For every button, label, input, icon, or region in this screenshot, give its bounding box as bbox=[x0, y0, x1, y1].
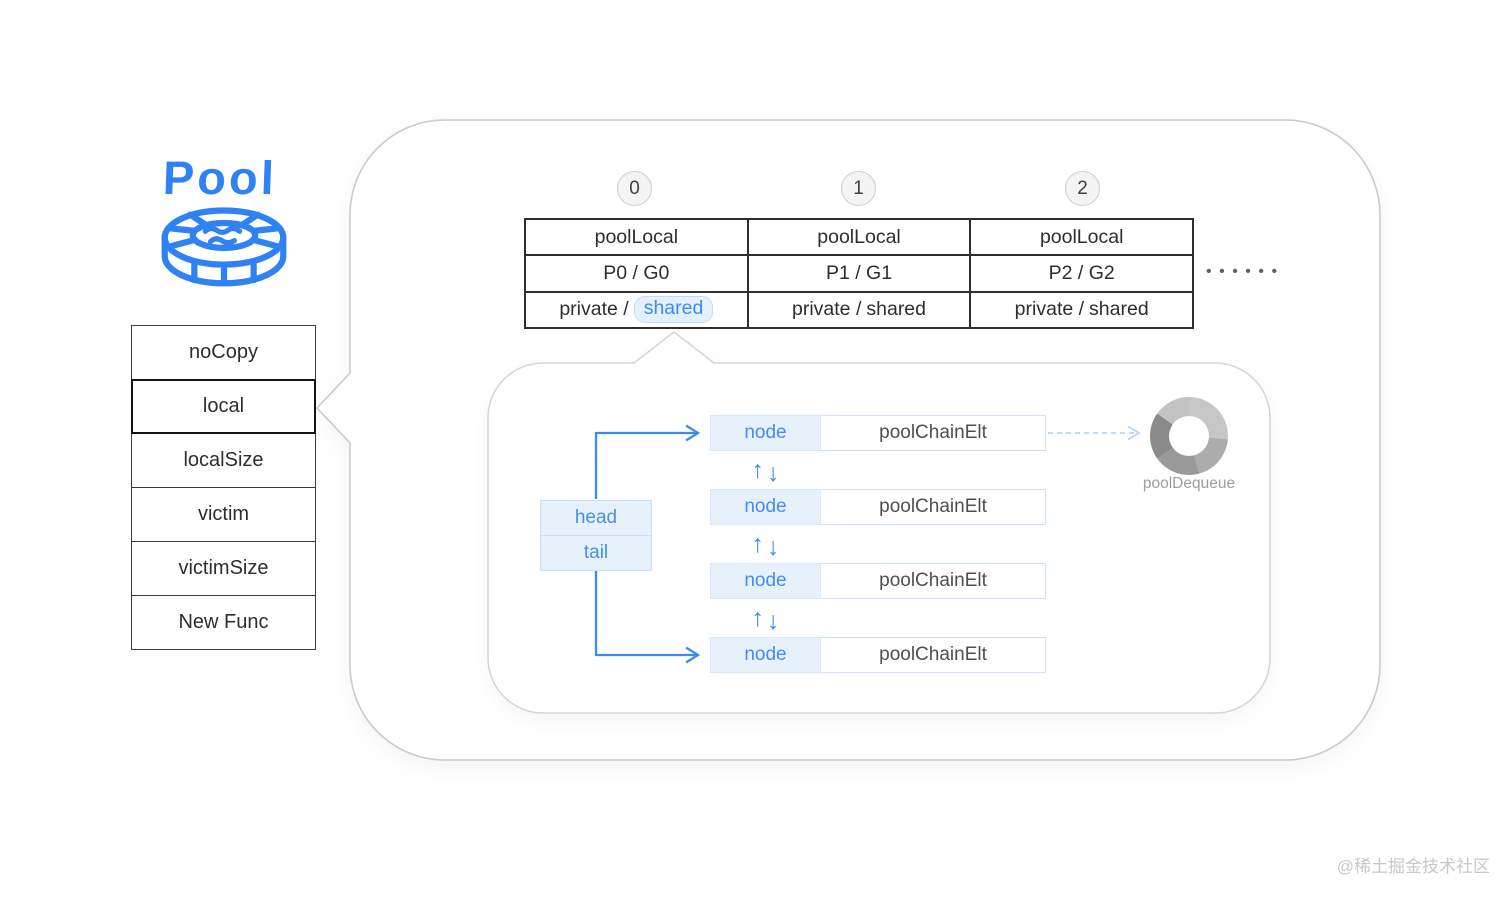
poollocal-header: poolLocal bbox=[526, 220, 747, 257]
poolchainelt-cell: poolChainElt bbox=[821, 415, 1046, 451]
shared-label: shared bbox=[1089, 298, 1149, 321]
chain-row-2: node poolChainElt bbox=[710, 563, 1046, 599]
private-label: private / bbox=[559, 298, 629, 321]
private-label: private / bbox=[1014, 298, 1085, 321]
poollocal-column-2: poolLocal P2 / G2 private / shared bbox=[971, 220, 1193, 327]
node-cell: node bbox=[710, 637, 821, 673]
head-cell: head bbox=[541, 501, 651, 536]
more-columns-ellipsis: •••••• bbox=[1206, 263, 1285, 280]
struct-row-victimsize: victimSize bbox=[131, 540, 316, 597]
pg-cell: P1 / G1 bbox=[748, 256, 970, 293]
private-shared-cell: private / shared bbox=[749, 293, 970, 327]
chain-row-0: node poolChainElt bbox=[710, 415, 1046, 451]
pg-cell: P0 / G0 bbox=[526, 256, 747, 293]
tail-cell: tail bbox=[583, 541, 609, 563]
p-index-badge-1: 1 bbox=[841, 171, 876, 206]
chain-row-3: node poolChainElt bbox=[710, 637, 1046, 673]
struct-row-local: local bbox=[131, 378, 316, 435]
dequeue-dashed-arrowhead bbox=[1127, 425, 1141, 441]
down-arrow-icon: ↓ bbox=[767, 532, 780, 561]
p-index-badge-0: 0 bbox=[617, 171, 652, 206]
pool-logo-text: Pool bbox=[162, 151, 278, 204]
bidirectional-arrows-icon: ↑ ↓ bbox=[710, 600, 821, 636]
juejin-watermark: @稀土掘金技术社区 bbox=[1336, 857, 1490, 876]
pool-ring-icon bbox=[161, 207, 287, 287]
poollocal-column-0: poolLocal P0 / G0 private / shared bbox=[526, 220, 749, 327]
shared-label: shared bbox=[866, 298, 926, 321]
node-cell: node bbox=[710, 489, 821, 525]
node-cell: node bbox=[710, 415, 821, 451]
bidirectional-arrows-icon: ↑ ↓ bbox=[710, 452, 821, 488]
pool-struct-table: noCopy local localSize victim victimSize… bbox=[131, 325, 316, 651]
struct-row-localsize: localSize bbox=[131, 432, 316, 489]
struct-row-nocopy: noCopy bbox=[131, 325, 316, 381]
head-connector-arrow bbox=[594, 431, 697, 499]
tail-connector-arrow bbox=[594, 571, 697, 657]
struct-row-victim: victim bbox=[131, 486, 316, 543]
pooldequeue-label: poolDequeue bbox=[1142, 475, 1236, 492]
poolchainelt-cell: poolChainElt bbox=[821, 563, 1046, 599]
head-tail-box: head tail bbox=[540, 500, 652, 571]
p-index-badge-2: 2 bbox=[1065, 171, 1100, 206]
pooldequeue-donut-icon bbox=[1150, 397, 1228, 475]
down-arrow-icon: ↓ bbox=[767, 606, 780, 635]
up-arrow-icon: ↑ bbox=[751, 455, 765, 484]
poollocal-header: poolLocal bbox=[748, 220, 970, 257]
pg-cell: P2 / G2 bbox=[971, 256, 1193, 293]
poollocal-header: poolLocal bbox=[971, 220, 1193, 257]
private-shared-cell: private / shared bbox=[971, 293, 1192, 327]
poollocal-array-table: poolLocal P0 / G0 private / shared poolL… bbox=[524, 218, 1194, 329]
bidirectional-arrows-icon: ↑ ↓ bbox=[710, 526, 821, 562]
down-arrow-icon: ↓ bbox=[767, 458, 780, 487]
tail-connector-arrowhead bbox=[685, 646, 701, 664]
poolchainelt-cell: poolChainElt bbox=[821, 637, 1046, 673]
poollocal-column-1: poolLocal P1 / G1 private / shared bbox=[748, 220, 972, 327]
node-cell: node bbox=[710, 563, 821, 599]
private-shared-cell: private / shared bbox=[526, 293, 747, 327]
poolchainelt-cell: poolChainElt bbox=[821, 489, 1046, 525]
up-arrow-icon: ↑ bbox=[751, 603, 765, 632]
struct-row-newfunc: New Func bbox=[131, 594, 316, 651]
private-label: private / bbox=[792, 298, 862, 321]
shared-label-highlighted: shared bbox=[633, 296, 714, 324]
chain-row-1: node poolChainElt bbox=[710, 489, 1046, 525]
head-connector-arrowhead bbox=[685, 424, 701, 442]
up-arrow-icon: ↑ bbox=[751, 529, 765, 558]
